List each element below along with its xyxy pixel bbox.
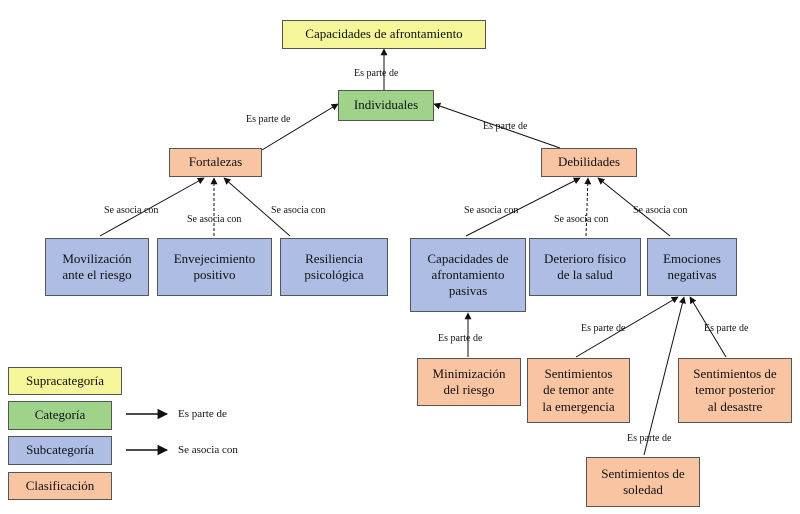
legend-categoria: Categoría <box>8 401 112 430</box>
node-debilidades: Debilidades <box>541 148 637 177</box>
edge-capacidades-debilidades <box>465 177 581 237</box>
node-individuales: Individuales <box>338 90 434 121</box>
edge-label-emociones: Se asocia con <box>633 205 688 216</box>
node-deterioro: Deterioro físico de la salud <box>529 238 641 296</box>
edge-label-debilidades-individuales: Es parte de <box>483 121 528 132</box>
edge-soledad-emociones <box>643 296 686 456</box>
edge-label-soledad: Es parte de <box>627 433 672 444</box>
node-soledad: Sentimientos de soledad <box>586 457 700 507</box>
edge-label-deterioro: Se asocia con <box>554 214 609 225</box>
edge-debilidades-individuales <box>433 102 561 149</box>
node-temor-emergencia: Sentimientos de temor ante la emergencia <box>527 358 630 423</box>
edge-emociones-debilidades <box>597 177 671 237</box>
legend-clasificacion: Clasificación <box>8 472 112 500</box>
edge-label-individuales-root: Es parte de <box>354 68 399 79</box>
node-minimizacion: Minimización del riesgo <box>417 358 521 406</box>
node-capacidades-afrontamiento: Capacidades de afrontamiento <box>282 20 486 49</box>
edge-label-minimizacion: Es parte de <box>438 333 483 344</box>
edge-label-envejecimiento: Se asocia con <box>187 214 242 225</box>
legend-label-parte: Es parte de <box>178 408 227 420</box>
legend-supracategoria: Supracategoría <box>8 367 122 395</box>
edge-resiliencia-fortalezas <box>223 177 291 237</box>
legend-subcategoria: Subcategoría <box>8 436 112 465</box>
edge-label-movilizacion: Se asocia con <box>104 205 159 216</box>
edge-label-capacidades-pasivas: Se asocia con <box>464 205 519 216</box>
edge-fortalezas-individuales <box>261 103 339 151</box>
node-envejecimiento: Envejecimiento positivo <box>157 238 272 296</box>
node-movilizacion: Movilización ante el riesgo <box>45 238 149 296</box>
node-fortalezas: Fortalezas <box>169 148 262 177</box>
edge-deterioro-debilidades <box>584 177 592 237</box>
edge-label-resiliencia: Se asocia con <box>271 205 326 216</box>
edge-label-temor-emergencia: Es parte de <box>581 323 626 334</box>
node-capacidades-pasivas: Capacidades de afrontamiento pasivas <box>410 238 526 312</box>
legend-label-asocia: Se asocia con <box>178 444 238 456</box>
node-temor-posterior: Sentimientos de temor posterior al desas… <box>678 358 792 423</box>
node-resiliencia: Resiliencia psicológica <box>280 238 388 296</box>
edge-temor-posterior-emociones <box>689 296 727 358</box>
edge-label-temor-posterior: Es parte de <box>704 323 749 334</box>
node-emociones-negativas: Emociones negativas <box>647 238 737 296</box>
edge-temor-emergencia-emociones <box>575 296 679 358</box>
edge-label-fortalezas-individuales: Es parte de <box>246 114 291 125</box>
edge-movilizacion-fortalezas <box>99 177 205 237</box>
